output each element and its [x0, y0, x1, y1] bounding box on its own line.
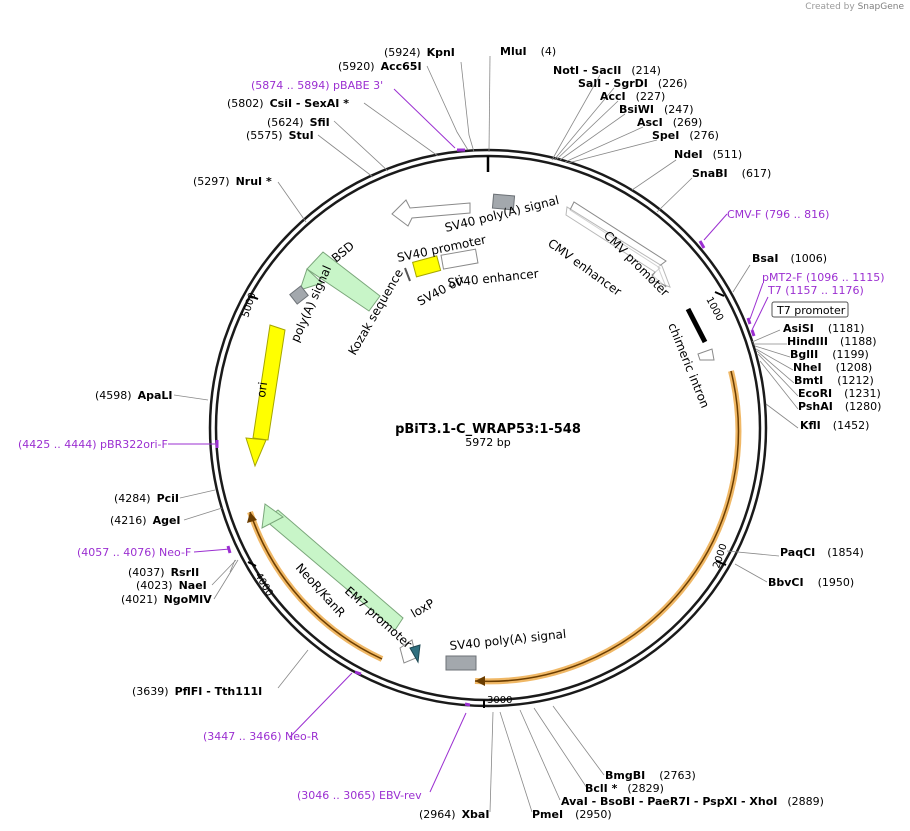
site-pshai: PshAI(1280) [798, 400, 881, 413]
primer-cmv-f: CMV-F (796 .. 816) [727, 208, 829, 221]
site-rsrii: (4037)RsrII [128, 566, 199, 579]
tick-1000: 1000 [703, 295, 725, 323]
site-pmei: PmeI(2950) [532, 808, 612, 821]
site-csii: (5802)CsiI - SexAI * [227, 97, 349, 110]
site-spei: SpeI(276) [652, 129, 719, 142]
highlight-arc-neo-line [249, 511, 383, 660]
insert-arrowhead [475, 676, 485, 686]
site-hindiii: HindIII(1188) [787, 335, 877, 348]
tick-4000: 4000 [252, 571, 274, 599]
tick-mark-5000 [249, 295, 259, 300]
site-ngomiv: (4021)NgoMIV [121, 593, 212, 606]
feature-t7-promoter [697, 348, 715, 361]
label-sv40-polya-2: SV40 poly(A) signal [449, 627, 567, 653]
primer-marks [215, 148, 756, 707]
site-bmti: BmtI(1212) [794, 374, 874, 387]
site-pcii: (4284)PciI [114, 492, 179, 505]
site-sfii: (5624)SfiI [267, 116, 330, 129]
site-acci: AccI(227) [600, 90, 665, 103]
tick-mark-4000 [247, 561, 257, 567]
feature-ori-bar [252, 324, 286, 441]
feature-sv40-ori [411, 255, 442, 278]
site-mlui: MluI(4) [500, 45, 556, 58]
site-bcli: BclI *(2829) [585, 782, 664, 795]
site-bsai: BsaI(1006) [752, 252, 827, 265]
feature-sv40-enhancer [440, 248, 479, 270]
feature-polya-box [289, 285, 309, 305]
tick-mark-2000 [715, 560, 727, 566]
site-agei: (4216)AgeI [110, 514, 181, 527]
label-ori: ori [254, 381, 270, 398]
site-bmgbi: BmgBI(2763) [605, 769, 696, 782]
snapgene-credit: Created by SnapGene [805, 2, 904, 12]
site-nrui: (5297)NruI * [193, 175, 272, 188]
label-sv40-ori: SV40 ori [415, 273, 466, 309]
primer-neo-f: (4057 .. 4076) Neo-F [77, 546, 191, 559]
primer-labels: (5874 .. 5894) pBABE 3' CMV-F (796 .. 81… [18, 79, 885, 802]
credit-prefix: Created by [805, 2, 855, 12]
site-bsiwi: BsiWI(247) [619, 103, 694, 116]
tick-3000: 3000 [487, 695, 512, 706]
feature-ori-head [245, 437, 267, 468]
site-ecori: EcoRI(1231) [798, 387, 881, 400]
primer-neo-r: (3447 .. 3466) Neo-R [203, 730, 319, 743]
leader-kpni [460, 61, 475, 153]
site-labels: (5924)KpnI (5920)Acc65I MluI(4) NotI - S… [95, 45, 881, 821]
site-naei: (4023)NaeI [136, 579, 207, 592]
highlight-arcs [247, 370, 742, 686]
site-ndei: NdeI(511) [674, 148, 742, 161]
site-kpni: (5924)KpnI [384, 46, 455, 59]
features [245, 193, 715, 671]
site-pflfi: (3639)PflFI - Tth111I [132, 685, 262, 698]
backbone [208, 148, 768, 708]
feature-neor-bar [264, 509, 404, 631]
neo-arrowhead [247, 512, 257, 523]
plasmid-name: pBiT3.1-C_WRAP53:1-548 [395, 422, 581, 437]
site-paqci: PaqCI(1854) [780, 546, 864, 559]
site-sali: SalI - SgrDI(226) [578, 77, 687, 90]
site-stui: (5575)StuI [246, 129, 314, 142]
credit-brand: SnapGene [857, 2, 904, 12]
site-avai: AvaI - BsoBI - PaeR7I - PspXI - XhoI(288… [561, 795, 824, 808]
site-acc65i: (5920)Acc65I [338, 60, 422, 73]
primer-pbr322ori-f: (4425 .. 4444) pBR322ori-F [18, 438, 168, 451]
feature-sv40-polya-1 [491, 193, 516, 211]
site-xbai: (2964)XbaI [419, 808, 489, 821]
site-kfli: KflI(1452) [800, 419, 869, 432]
backbone-outer-ring [208, 148, 768, 708]
site-asci: AscI(269) [637, 116, 702, 129]
label-loxp: loxP [409, 596, 437, 620]
primer-pbabe3: (5874 .. 5894) pBABE 3' [251, 79, 383, 92]
t7-promoter-label-box [771, 301, 849, 318]
tick-mark-1000 [714, 291, 725, 297]
site-noti: NotI - SacII(214) [553, 64, 661, 77]
primer-lines [168, 88, 769, 793]
feature-neor-head [261, 503, 284, 529]
site-apali: (4598)ApaLI [95, 389, 173, 402]
site-nhei: NheI(1208) [793, 361, 872, 374]
primer-ebv-rev: (3046 .. 3065) EBV-rev [297, 789, 422, 802]
site-bbvci: BbvCI(1950) [768, 576, 854, 589]
leader-lines [173, 55, 799, 813]
site-bglii: BglII(1199) [790, 348, 869, 361]
highlight-arc-insert-line [474, 370, 740, 683]
label-chimeric-intron: chimeric intron [665, 321, 712, 410]
label-t7-promoter: T7 promoter [776, 304, 846, 317]
site-asisi: AsiSI(1181) [783, 322, 864, 335]
site-snabi: SnaBI(617) [692, 167, 771, 180]
feature-sv40-polya-2 [445, 655, 477, 671]
feature-bsd-head [299, 268, 323, 291]
primer-t7: T7 (1157 .. 1176) [767, 284, 864, 297]
feature-chimeric-intron [685, 307, 708, 344]
feature-kozak [404, 267, 411, 282]
plasmid-size: 5972 bp [465, 436, 510, 449]
feature-cmv-promoter [565, 206, 671, 288]
feature-loxp [409, 644, 421, 664]
primer-pmt2-f: pMT2-F (1096 .. 1115) [762, 271, 885, 284]
feature-sv40-promoter [391, 199, 471, 227]
